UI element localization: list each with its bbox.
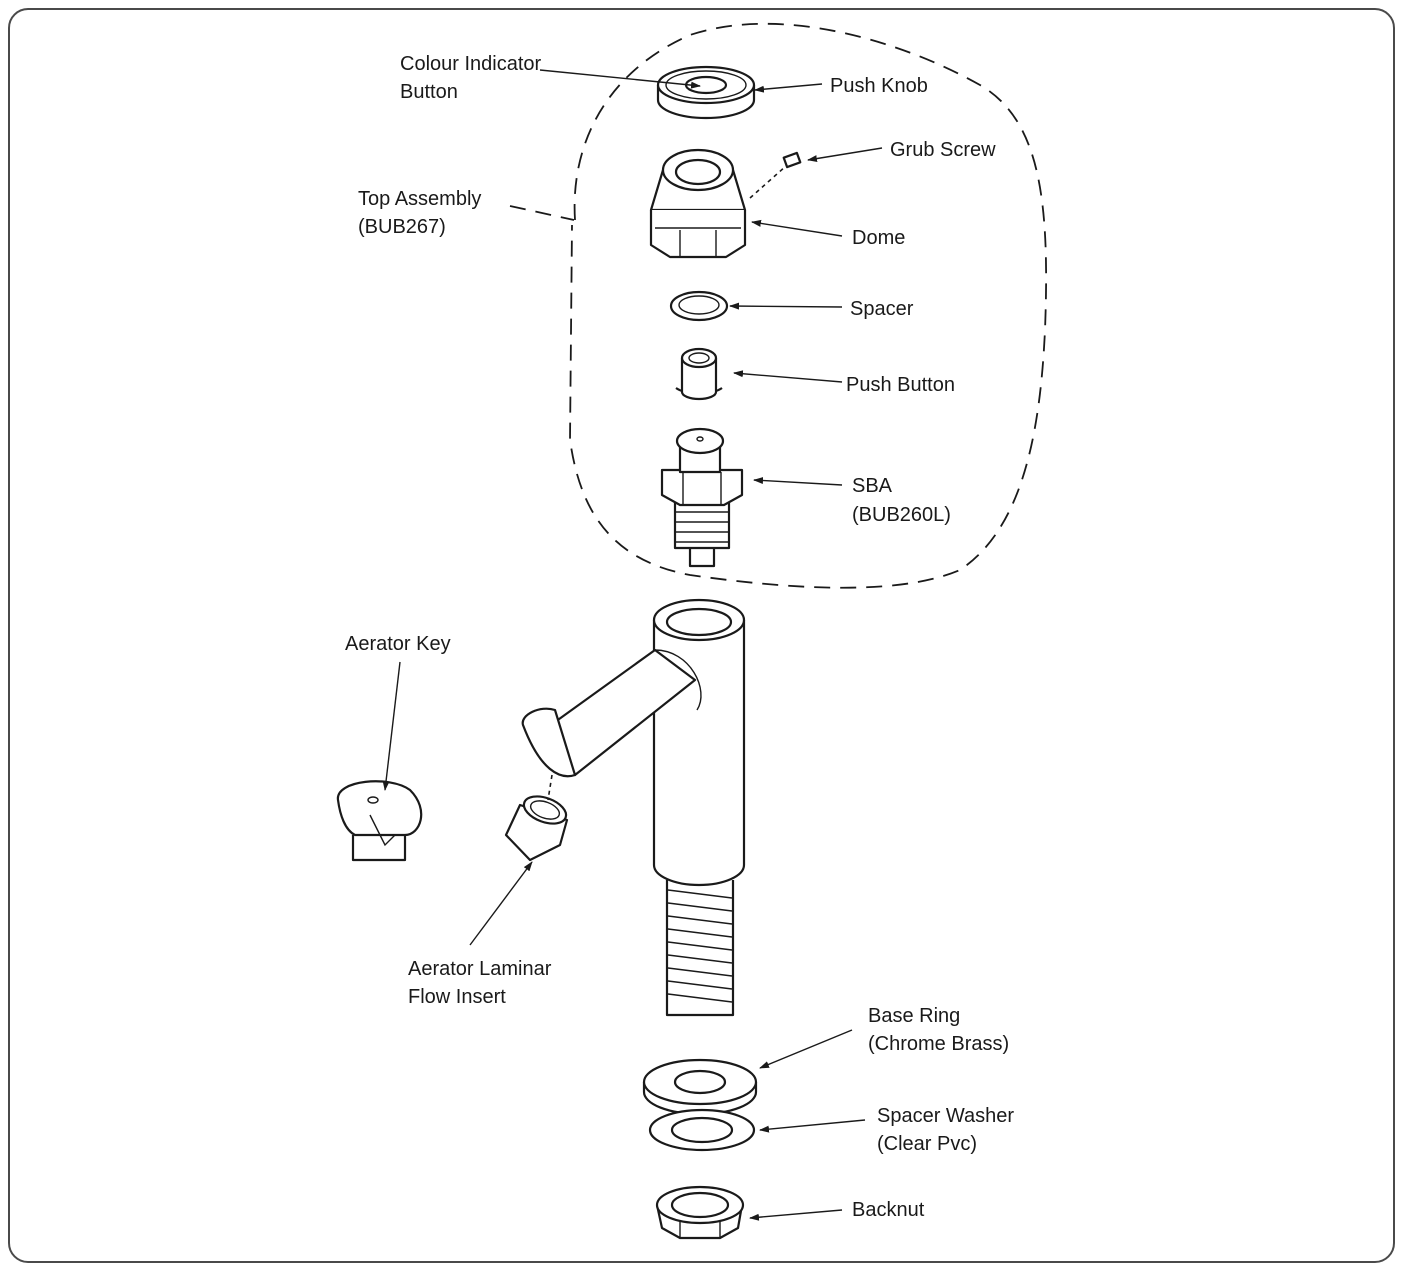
push-button bbox=[675, 347, 723, 401]
top-assembly-boundary bbox=[569, 22, 1047, 589]
label-dome: Dome bbox=[852, 227, 905, 249]
label-push-knob: Push Knob bbox=[830, 75, 928, 97]
label-top-assembly-line1: Top Assembly bbox=[358, 188, 481, 210]
label-spacer-washer-line1: Spacer Washer bbox=[877, 1105, 1014, 1127]
label-spacer: Spacer bbox=[850, 298, 914, 320]
grub-screw bbox=[782, 151, 802, 169]
label-colour-indicator-line1: Colour Indicator bbox=[400, 53, 542, 75]
leader-colour-indicator bbox=[539, 69, 701, 89]
leader-backnut bbox=[749, 1209, 843, 1221]
label-aerator-insert-line2: Flow Insert bbox=[408, 986, 506, 1008]
tap-body bbox=[521, 598, 746, 1017]
aerator-insert bbox=[504, 795, 569, 862]
label-grub-screw: Grub Screw bbox=[890, 139, 996, 161]
label-aerator-insert-line1: Aerator Laminar bbox=[408, 958, 552, 980]
label-push-button: Push Button bbox=[846, 374, 955, 396]
label-base-ring-line1: Base Ring bbox=[868, 1005, 960, 1027]
label-sba-line2: (BUB260L) bbox=[852, 504, 951, 526]
spacer-washer bbox=[648, 1108, 756, 1152]
leader-spacer bbox=[729, 302, 843, 310]
label-top-assembly-line2: (BUB267) bbox=[358, 216, 446, 238]
top-assembly-leader bbox=[509, 205, 575, 221]
aerator-key bbox=[336, 780, 423, 862]
base-ring bbox=[642, 1058, 758, 1116]
leader-dome bbox=[751, 219, 843, 237]
leader-grub-screw bbox=[807, 147, 883, 163]
spacer bbox=[669, 290, 729, 322]
leader-sba bbox=[753, 477, 843, 486]
leader-aerator-insert bbox=[469, 861, 533, 946]
label-aerator-key: Aerator Key bbox=[345, 633, 451, 655]
backnut bbox=[655, 1185, 745, 1240]
dome bbox=[649, 148, 747, 259]
leader-aerator-key bbox=[382, 661, 401, 791]
leader-push-knob bbox=[754, 83, 823, 93]
label-spacer-washer-line2: (Clear Pvc) bbox=[877, 1133, 977, 1155]
leader-spacer-washer bbox=[759, 1119, 866, 1133]
sba-cartridge bbox=[660, 427, 744, 568]
label-colour-indicator-line2: Button bbox=[400, 81, 458, 103]
diagram-frame bbox=[8, 8, 1395, 1263]
leader-push-button bbox=[733, 370, 843, 383]
leader-base-ring bbox=[759, 1029, 853, 1069]
label-backnut: Backnut bbox=[852, 1199, 925, 1221]
label-sba-line1: SBA bbox=[852, 475, 893, 497]
label-base-ring-line2: (Chrome Brass) bbox=[868, 1033, 1009, 1055]
